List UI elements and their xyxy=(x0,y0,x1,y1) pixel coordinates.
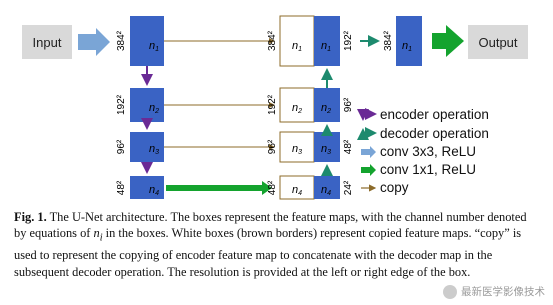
conv3x3-input-arrow xyxy=(78,28,110,56)
copy-box-3-label: n3 xyxy=(292,143,302,156)
caption-var-sub: i xyxy=(99,232,103,244)
encoder-box-2 xyxy=(130,88,164,122)
decoder-box-4-label: n4 xyxy=(321,184,331,197)
output-label: Output xyxy=(478,35,517,50)
copy-size-1: 384² xyxy=(267,30,278,51)
legend-decoder-text: decoder operation xyxy=(380,126,489,141)
encoder-size-3: 96² xyxy=(116,139,127,154)
legend-conv1x1-text: conv 1x1, ReLU xyxy=(380,162,476,177)
copy-size-3: 96² xyxy=(267,139,278,154)
decoder-box-2-label: n2 xyxy=(321,102,331,115)
input-box xyxy=(22,25,72,59)
encoder-size-4: 48² xyxy=(116,180,127,195)
caption-text-2: in the boxes. White boxes (brown borders… xyxy=(14,226,522,279)
conv1x1-arrow-icon xyxy=(361,164,376,176)
decoder-box-3 xyxy=(314,132,340,162)
encoder-box-3-label: n3 xyxy=(149,143,159,156)
copy-box-2 xyxy=(279,87,315,123)
encoder-size-1: 384² xyxy=(116,30,127,51)
decoder-box-1-label: n1 xyxy=(321,40,331,53)
conv1x1-bottleneck-arrow xyxy=(166,181,272,195)
decoder-size-4: 24² xyxy=(343,180,354,195)
decoder-size-3: 48² xyxy=(343,139,354,154)
conv3x3-arrow-icon xyxy=(361,146,376,158)
caption-fig-label: Fig. 1. xyxy=(14,210,47,224)
copy-box-4-label: n4 xyxy=(292,184,302,197)
decoder-size-2: 96² xyxy=(343,97,354,112)
encoder-box-4 xyxy=(130,176,164,199)
legend-conv3x3-text: conv 3x3, ReLU xyxy=(380,144,476,159)
decoder-box-3-label: n3 xyxy=(321,143,331,156)
watermark: 最新医学影像技术 xyxy=(443,284,545,299)
caption-text-1: The U-Net architecture. The boxes repres… xyxy=(14,210,527,241)
conv1x1-output-arrow xyxy=(432,25,464,57)
copy-box-1 xyxy=(279,15,315,67)
unet-architecture-diagram: Input n1 n2 n3 n4 384² 192² 96² 48² n1 n… xyxy=(22,15,528,200)
decoder-box-4 xyxy=(314,176,340,199)
encoder-box-1-label: n1 xyxy=(149,40,159,53)
legend-copy-text: copy xyxy=(380,180,409,195)
figure-caption: Fig. 1. The U-Net architecture. The boxe… xyxy=(14,209,542,280)
decoder-box-2 xyxy=(314,88,340,122)
decoder-arrow-icon xyxy=(357,127,377,140)
encoder-box-3 xyxy=(130,132,164,162)
caption-var: n xyxy=(93,226,100,241)
encoder-arrow-icon xyxy=(357,108,377,121)
final-box-label: n1 xyxy=(402,40,412,53)
decoder-box-1 xyxy=(314,16,340,66)
decoder-size-1: 192² xyxy=(343,30,354,51)
encoder-box-4-label: n4 xyxy=(149,184,159,197)
copy-size-4: 48² xyxy=(267,180,278,195)
encoder-size-2: 192² xyxy=(116,94,127,115)
encoder-box-2-label: n2 xyxy=(149,102,159,115)
copy-box-1-label: n1 xyxy=(292,40,302,53)
copy-box-2-label: n2 xyxy=(292,102,302,115)
input-label: Input xyxy=(33,35,62,50)
final-box xyxy=(396,16,422,66)
watermark-logo-icon xyxy=(443,284,457,299)
legend: encoder operation decoder operation conv… xyxy=(357,107,489,195)
final-size: 384² xyxy=(383,30,394,51)
output-box xyxy=(468,25,528,59)
copy-box-3 xyxy=(279,131,315,163)
watermark-text: 最新医学影像技术 xyxy=(461,286,545,298)
legend-encoder-text: encoder operation xyxy=(380,107,489,122)
encoder-box-1 xyxy=(130,16,164,66)
copy-size-2: 192² xyxy=(267,94,278,115)
